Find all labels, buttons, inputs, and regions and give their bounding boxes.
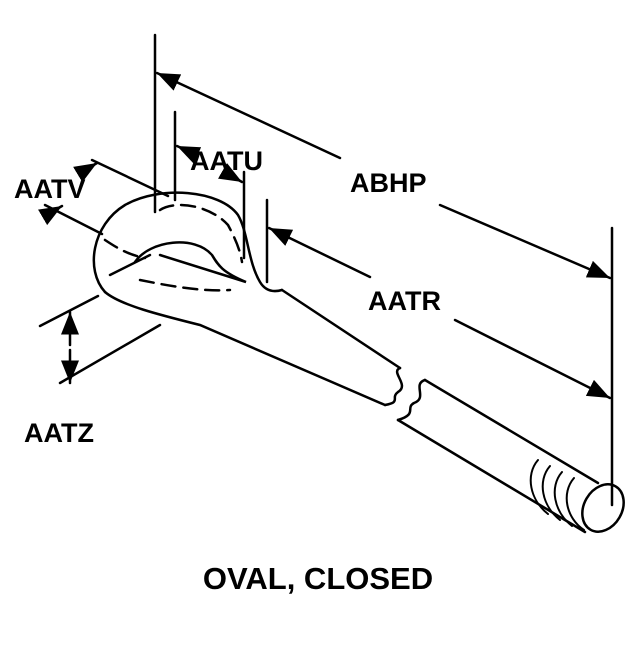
dimension-line-aatv-a xyxy=(73,161,99,183)
shank-break-2 xyxy=(396,378,427,422)
extension-line-aatz-bottom xyxy=(58,323,162,385)
dimension-line-aatu-b xyxy=(217,163,244,184)
shank-lower-2 xyxy=(396,418,587,534)
extension-line-aatv-bottom xyxy=(43,203,104,236)
dimension-line-aatr-b xyxy=(453,318,612,400)
caption: OVAL, CLOSED xyxy=(203,561,433,596)
dimension-line-aatr-a xyxy=(267,226,372,279)
eye-pin xyxy=(108,253,152,277)
eye-inner xyxy=(133,241,247,284)
dimension-line-abhp-b xyxy=(438,203,612,280)
dimension-line-aatu-a xyxy=(175,144,202,164)
label-aatu: AATU xyxy=(190,146,263,176)
shank-break-1 xyxy=(383,366,404,407)
eye-outer xyxy=(92,191,284,294)
shank-upper-2 xyxy=(423,378,600,485)
label-aatz: AATZ xyxy=(24,418,94,448)
label-abhp: ABHP xyxy=(350,168,427,198)
label-aatv: AATV xyxy=(14,174,86,204)
shank-upper-1 xyxy=(280,288,402,370)
extension-line-aatz-top xyxy=(38,294,100,328)
eye-hidden-lines xyxy=(103,203,244,292)
label-aatr: AATR xyxy=(368,286,441,316)
dimension-line-abhp-a xyxy=(155,71,342,160)
dimension-line-aatv-b xyxy=(38,204,64,226)
thread-marks xyxy=(529,459,585,531)
extension-line-aatv-top xyxy=(90,158,170,198)
shank-end xyxy=(581,483,625,533)
shank-lower-1 xyxy=(103,290,387,407)
